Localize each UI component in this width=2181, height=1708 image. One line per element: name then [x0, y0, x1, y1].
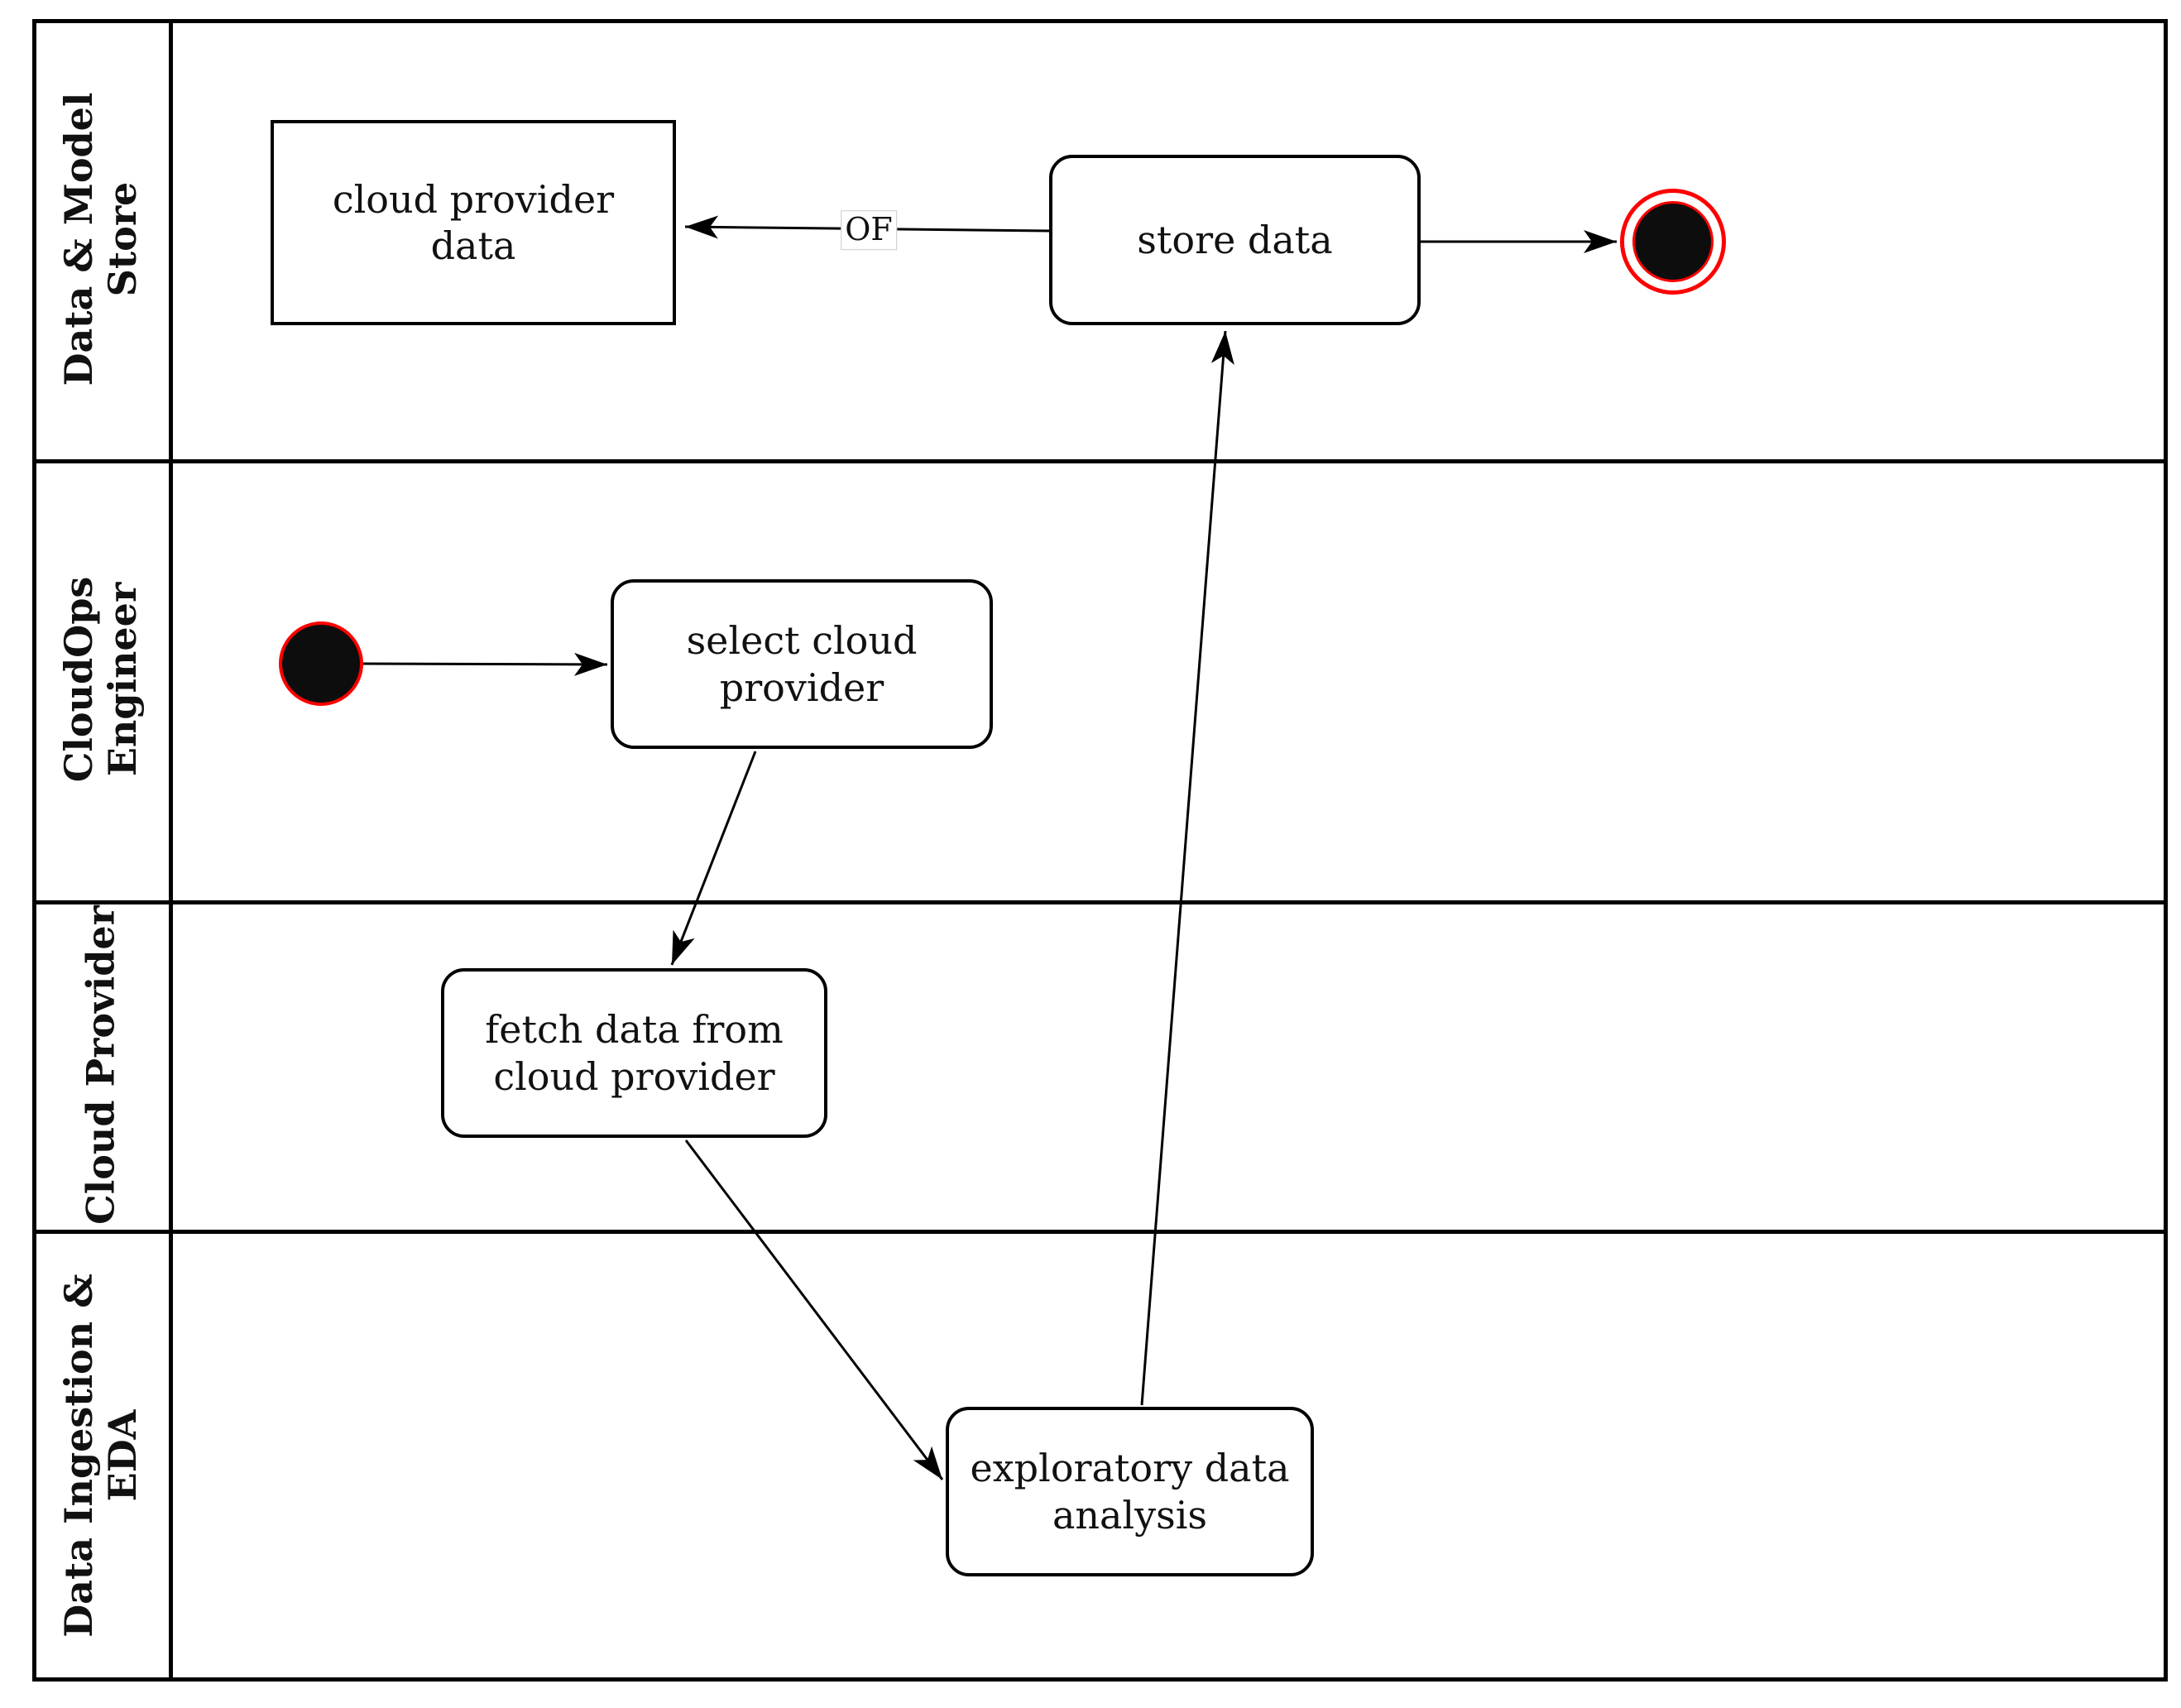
node-exploratory-data-analysis-label: exploratory data analysis	[970, 1446, 1290, 1538]
lane-divider-3	[32, 1230, 2168, 1234]
node-store-data: store data	[1049, 155, 1421, 325]
lane-label-data-model-store: Data & Model Store	[56, 92, 145, 386]
edge-label-of: OF	[841, 210, 897, 250]
node-cloud-provider-data-label: cloud provider data	[332, 176, 615, 268]
lane-divider-2	[32, 900, 2168, 904]
lane-label-data-ingestion-eda: Data Ingestion & EDA	[56, 1274, 145, 1638]
node-fetch-data-label: fetch data from cloud provider	[485, 1007, 784, 1099]
node-select-cloud-provider-label: select cloud provider	[686, 618, 918, 710]
node-store-data-label: store data	[1137, 217, 1333, 262]
final-state-ring	[1620, 189, 1726, 295]
final-state-dot	[1632, 201, 1714, 282]
node-exploratory-data-analysis: exploratory data analysis	[946, 1407, 1314, 1576]
lane-label-cloudops-engineer: CloudOps Engineer	[56, 576, 145, 783]
diagram-outer-frame	[32, 19, 2168, 1682]
lane-label-cloud-provider: Cloud Provider	[78, 905, 123, 1225]
node-fetch-data: fetch data from cloud provider	[441, 968, 827, 1138]
lane-label-column-divider	[169, 19, 173, 1682]
lane-divider-1	[32, 459, 2168, 463]
node-select-cloud-provider: select cloud provider	[611, 579, 993, 749]
initial-state-dot	[279, 621, 363, 706]
node-cloud-provider-data: cloud provider data	[271, 120, 676, 325]
